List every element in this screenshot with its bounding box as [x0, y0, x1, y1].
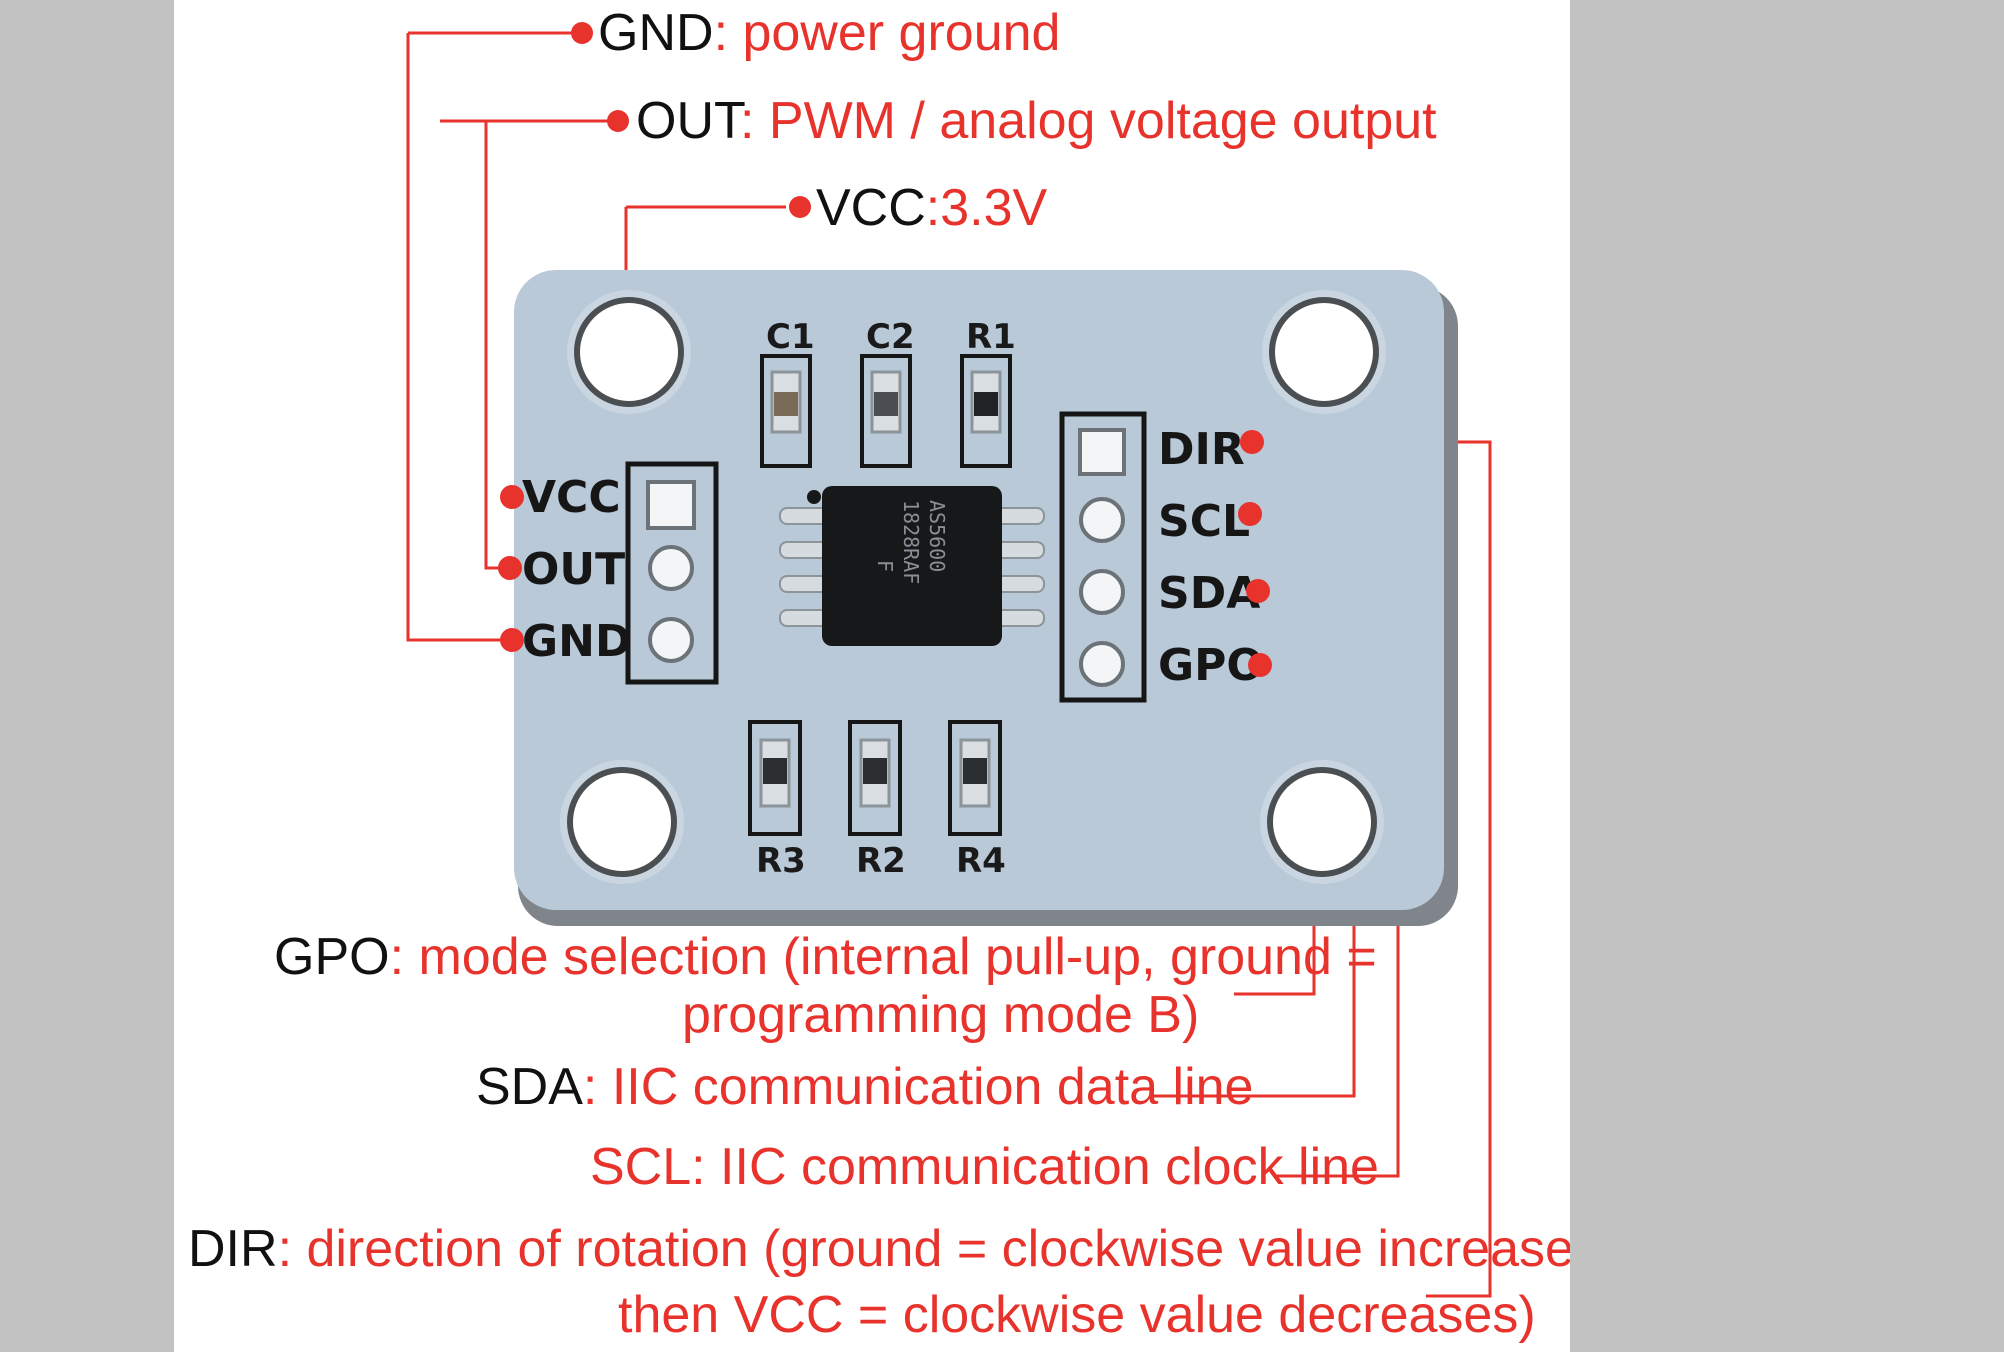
dot-sda-pin	[1246, 579, 1270, 603]
left-header-outline	[625, 461, 719, 685]
label-gpo-key: GPO	[274, 928, 390, 986]
label-out-key: OUT	[636, 92, 745, 150]
dot-gnd-label	[571, 22, 593, 44]
silk-r1: R1	[966, 317, 1016, 357]
silk-r2: R2	[856, 841, 906, 881]
label-dir-key: DIR	[188, 1220, 278, 1278]
board-pin-out: OUT	[522, 544, 625, 595]
dot-vcc-pin	[500, 485, 524, 509]
label-gnd-key: GND	[598, 4, 714, 62]
dot-gnd-pin	[500, 628, 524, 652]
pcb-board: VCC OUT GND DIR SCL SDA GPO C1 C2 R1	[514, 270, 1458, 926]
label-dir: DIR: direction of rotation (ground = clo…	[188, 1220, 1570, 1278]
as5600-chip: AS5600 1828RAF F	[779, 486, 1045, 646]
chip-marking-1: AS5600	[925, 500, 949, 572]
board-pin-scl: SCL	[1158, 496, 1250, 547]
label-vcc: VCC:3.3V	[816, 179, 1048, 237]
pad-gpo	[1079, 641, 1125, 687]
leader-gnd	[406, 33, 512, 642]
dot-gpo-pin	[1248, 653, 1272, 677]
label-sda-key: SDA	[476, 1058, 583, 1116]
board-pin-gpo: GPO	[1158, 640, 1264, 691]
silk-c2: C2	[866, 317, 915, 357]
label-sda: SDA: IIC communication data line	[476, 1058, 1253, 1116]
label-out: OUT: PWM / analog voltage output	[636, 92, 1437, 150]
label-vcc-key: VCC	[816, 179, 926, 237]
pad-vcc	[646, 480, 696, 530]
pad-gnd	[648, 617, 694, 663]
pad-scl	[1079, 497, 1125, 543]
mounting-holes	[560, 290, 1386, 884]
bottom-smd-parts	[748, 720, 1002, 836]
as5600-pinout-diagram: GND: power ground OUT: PWM / analog volt…	[188, 4, 1570, 1344]
board-pin-gnd: GND	[522, 616, 631, 667]
board-pin-dir: DIR	[1158, 424, 1245, 475]
silk-r3: R3	[756, 841, 806, 881]
dot-vcc-label	[789, 196, 811, 218]
silk-r4: R4	[956, 841, 1006, 881]
label-gpo-desc-1: : mode selection (internal pull-up, grou…	[390, 928, 1377, 986]
board-pin-vcc: VCC	[522, 472, 621, 523]
dot-dir-pin	[1240, 430, 1264, 454]
dot-out-pin	[498, 556, 522, 580]
leader-out	[440, 119, 510, 570]
chip-marking-3: F	[873, 560, 897, 572]
chip-marking-2: 1828RAF	[899, 500, 923, 584]
board-pin-sda: SDA	[1158, 568, 1260, 619]
label-dir-desc-2: then VCC = clockwise value decreases)	[618, 1286, 1536, 1344]
label-out-desc: : PWM / analog voltage output	[740, 92, 1437, 150]
label-vcc-desc: :3.3V	[926, 179, 1048, 237]
label-dir-desc-1: : direction of rotation (ground = clockw…	[278, 1220, 1570, 1278]
label-gpo: GPO: mode selection (internal pull-up, g…	[274, 928, 1377, 986]
chip-body	[822, 486, 1002, 646]
right-header-outline	[1059, 411, 1147, 703]
label-gnd: GND: power ground	[598, 4, 1060, 62]
label-sda-desc: : IIC communication data line	[583, 1058, 1254, 1116]
label-gnd-desc: : power ground	[714, 4, 1061, 62]
dot-scl-pin	[1238, 502, 1262, 526]
label-scl: SCL: IIC communication clock line	[590, 1138, 1379, 1196]
pad-dir	[1078, 428, 1126, 476]
silk-c1: C1	[766, 317, 815, 357]
pad-sda	[1079, 569, 1125, 615]
diagram-panel: GND: power ground OUT: PWM / analog volt…	[174, 0, 1570, 1352]
label-gpo-desc-2: programming mode B)	[682, 986, 1199, 1044]
pad-out	[648, 545, 694, 591]
dot-out-label	[607, 110, 629, 132]
top-smd-parts	[760, 354, 1012, 468]
